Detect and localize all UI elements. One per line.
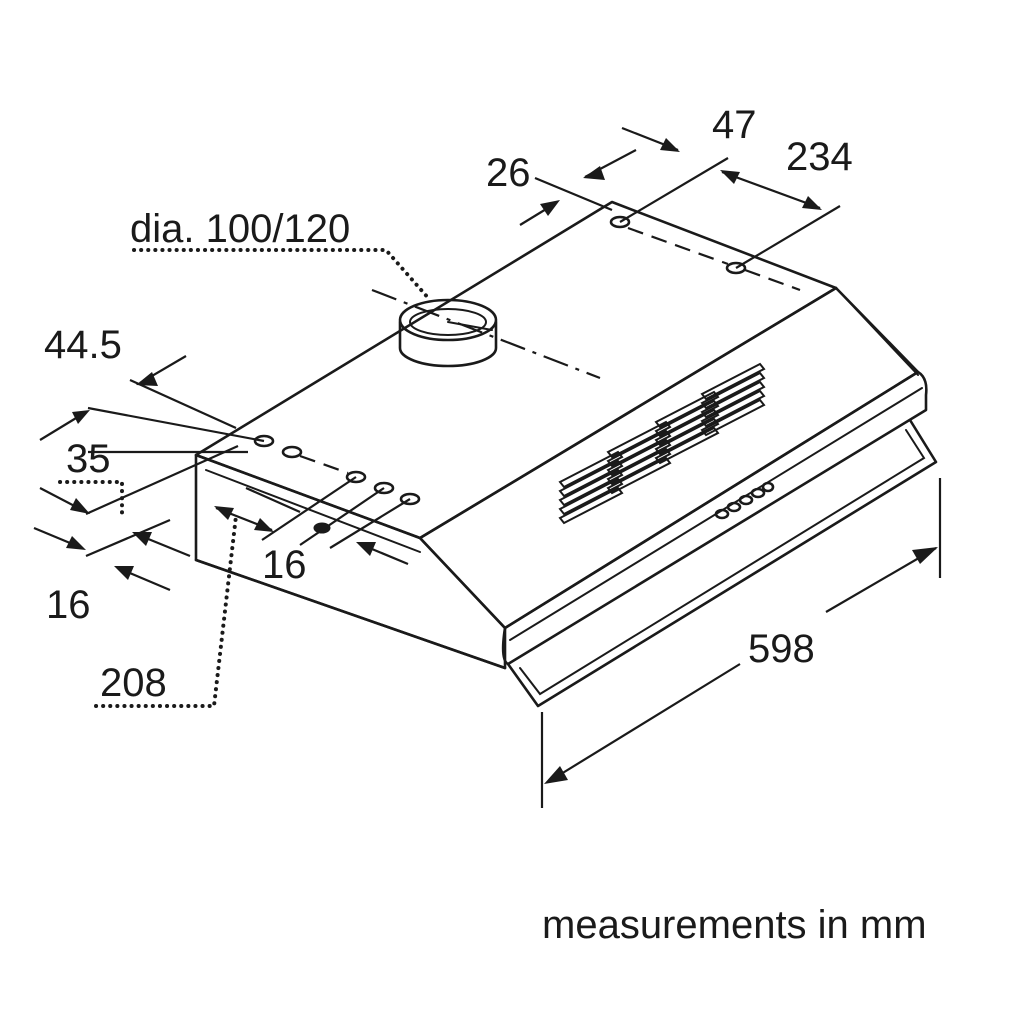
label-16-mid: 16 xyxy=(262,543,307,587)
vent-slot xyxy=(700,389,766,428)
label-35: 35 xyxy=(66,437,111,481)
dim-right-hole-arrowhead xyxy=(356,542,376,556)
label-208: 208 xyxy=(100,661,167,705)
duct-collar-top-rim xyxy=(398,298,498,342)
dim-26-arrowhead xyxy=(540,200,560,216)
label-47: 47 xyxy=(712,103,757,147)
vent-slot xyxy=(654,426,720,465)
vent-slot xyxy=(558,468,624,507)
dimension-labels: 26 47 234 dia. 100/120 44.5 35 16 16 208… xyxy=(44,103,853,705)
label-598: 598 xyxy=(748,627,815,671)
rear-mount-hole-left xyxy=(609,215,631,229)
front-holes-center-line xyxy=(299,454,349,475)
front-hole-4 xyxy=(373,481,395,495)
hood-left-side-edge xyxy=(205,469,421,553)
vent-grilles xyxy=(558,362,766,525)
hood-body xyxy=(194,200,938,708)
dim-234-line xyxy=(721,170,821,210)
dim-234-left-arrowhead xyxy=(720,170,740,184)
dimension-lines xyxy=(33,126,942,808)
dim-598-left-arrowhead xyxy=(544,766,568,784)
ext-line-16-mid xyxy=(245,486,301,514)
hood-front-lip xyxy=(501,370,928,666)
ext-line-44-5 xyxy=(129,378,237,430)
ext-line-top-left xyxy=(87,406,265,443)
duct-collar-inner-line xyxy=(447,321,493,331)
rear-holes-extension xyxy=(744,268,801,292)
vent-slot xyxy=(558,459,624,498)
ext-line-47 xyxy=(619,157,729,223)
vent-slot xyxy=(700,380,766,419)
vent-slot xyxy=(606,456,672,495)
dim-16-mid-arrowhead-right xyxy=(254,518,274,532)
ext-line-hole-5 xyxy=(329,498,411,549)
vent-slot xyxy=(700,362,766,401)
dim-47-left-arrowhead xyxy=(583,166,605,180)
dim-16-mid-arrowhead-left xyxy=(214,506,234,520)
lower-mount-hole xyxy=(313,522,331,534)
vent-slot xyxy=(654,399,720,438)
ext-line-234 xyxy=(735,205,841,269)
hood-visor-inner xyxy=(519,429,926,696)
vent-slot xyxy=(606,429,672,468)
duct-axis-line xyxy=(371,288,601,380)
duct-collar xyxy=(398,298,498,368)
label-26: 26 xyxy=(486,151,531,195)
dim-35-bottom-arrowhead xyxy=(70,498,90,514)
ext-line-26 xyxy=(534,176,613,212)
ext-line-low-left xyxy=(85,444,239,516)
label-234: 234 xyxy=(786,135,853,179)
hood-pullout-visor xyxy=(506,418,938,708)
front-hole-1 xyxy=(253,434,275,448)
rear-holes-center-line xyxy=(627,226,729,266)
mounting-holes xyxy=(253,215,801,534)
label-dia: dia. 100/120 xyxy=(130,207,350,251)
front-hole-5 xyxy=(399,492,421,506)
control-button-1 xyxy=(714,508,730,520)
vent-slot xyxy=(606,420,672,459)
vent-slot xyxy=(654,390,720,429)
vent-slot xyxy=(654,408,720,447)
hood-top-panel xyxy=(194,200,838,540)
control-buttons xyxy=(714,481,775,520)
control-button-5 xyxy=(761,481,775,493)
dim-234-right-arrowhead xyxy=(802,196,822,210)
label-16-left: 16 xyxy=(46,583,91,627)
dim-47-right-arrowhead xyxy=(660,138,680,152)
dia-leader xyxy=(132,248,432,302)
dim-16-lower-arrowhead-a xyxy=(132,532,152,546)
duct-collar-wall xyxy=(398,320,498,368)
control-button-2 xyxy=(726,501,742,513)
front-hole-3 xyxy=(345,470,367,484)
dim-598-line-left xyxy=(547,663,741,783)
ext-line-hole-3 xyxy=(261,476,357,541)
dim-598-right-arrowhead xyxy=(912,547,938,564)
dim-16-lower-arrowhead-b xyxy=(114,566,134,580)
rear-mount-hole-right xyxy=(725,261,747,275)
vent-slot xyxy=(606,447,672,486)
vent-slot xyxy=(700,398,766,437)
dim-35-dotted-leader xyxy=(58,480,124,520)
vent-slot xyxy=(654,417,720,456)
dim-16-left-arrowhead xyxy=(66,536,86,550)
units-note: measurements in mm xyxy=(542,903,927,947)
front-hole-2 xyxy=(281,445,303,459)
ext-line-hole-4 xyxy=(299,487,385,546)
hood-left-side xyxy=(194,453,507,670)
control-button-3 xyxy=(738,494,754,506)
vent-slot xyxy=(700,371,766,410)
dim-35-top-arrowhead xyxy=(72,410,90,424)
vent-slot xyxy=(558,450,624,489)
vent-slot xyxy=(558,486,624,525)
control-button-4 xyxy=(750,487,766,499)
dim-44-5-arrowhead xyxy=(136,372,158,386)
vent-slot xyxy=(606,438,672,477)
duct-collar-inner-rim xyxy=(409,308,487,336)
hood-bottom-edge xyxy=(194,558,507,670)
vent-slot xyxy=(558,477,624,516)
ext-line-16-left xyxy=(85,518,171,558)
label-44-5: 44.5 xyxy=(44,323,122,367)
